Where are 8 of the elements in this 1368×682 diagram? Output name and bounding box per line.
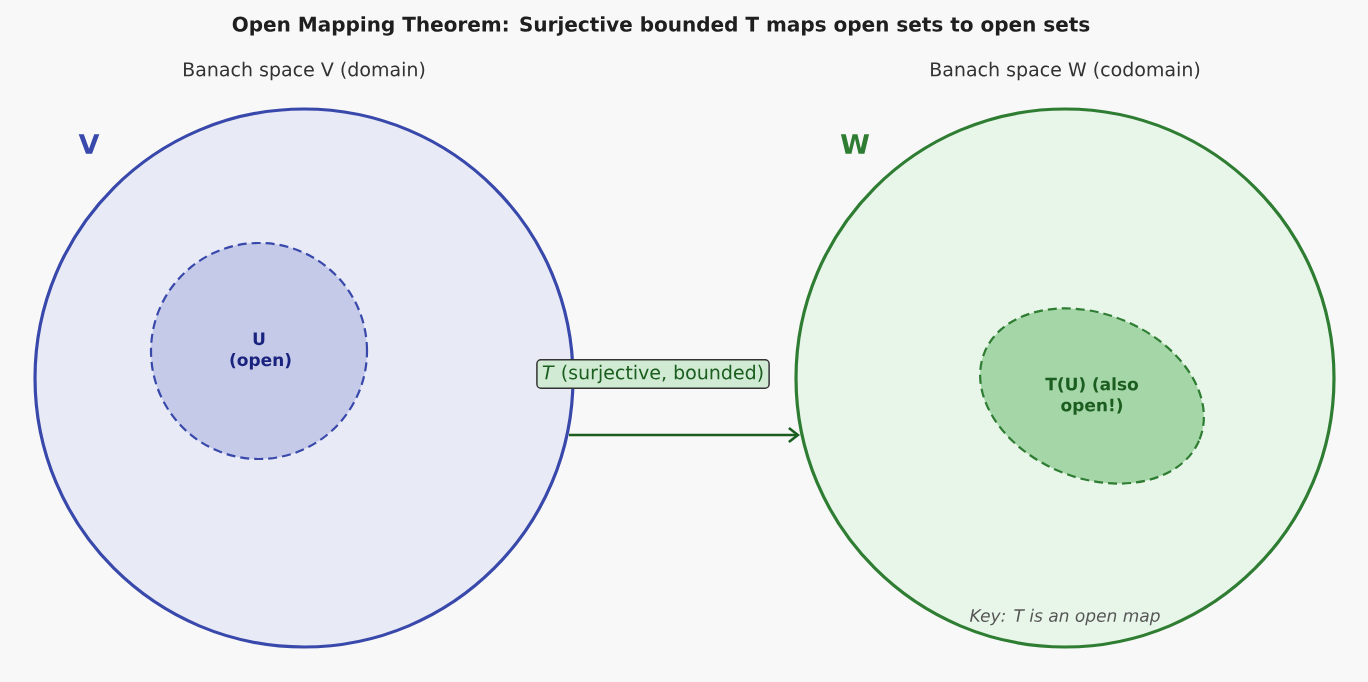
space-heading: Banach space V (domain) [184,61,425,81]
space-heading: Banach space W (codomain) [931,61,1200,81]
arrow [569,426,800,443]
key-note: Key: T is an open map [970,608,1160,626]
space-letter: V [78,134,100,154]
space-letter: W [840,134,870,154]
title: Open Mapping Theorem: Surjective bounded T maps open sets to open sets [232,16,1090,36]
edge-label: T (surjective, bounded) [536,359,770,389]
